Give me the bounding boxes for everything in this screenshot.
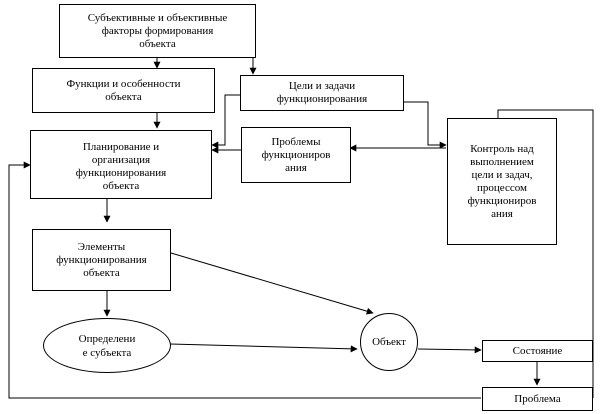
node-control: Контроль над выполнением цели и задач, п…	[447, 118, 557, 245]
node-goals: Цели и задачи функционирования	[240, 75, 404, 111]
node-object: Объект	[360, 313, 418, 371]
arrow-goals-control	[403, 101, 447, 149]
arrow-elements-object	[170, 252, 374, 315]
node-elements-label: Элементы функционирования объекта	[56, 240, 147, 279]
node-elements: Элементы функционирования объекта	[32, 229, 171, 291]
arrow-object-state	[417, 346, 482, 354]
node-functions-label: Функции и особенности объекта	[66, 77, 181, 103]
arrow-problem-planning	[8, 161, 481, 399]
node-control-label: Контроль над выполнением цели и задач, п…	[467, 142, 537, 220]
arrow-goals-planning	[211, 94, 240, 149]
node-problems: Проблемы функциониров ания	[241, 127, 351, 183]
node-factors-label: Субъективные и объективные факторы форми…	[87, 11, 228, 50]
node-planning: Планирование и организация функционирова…	[30, 130, 212, 199]
node-goals-label: Цели и задачи функционирования	[276, 80, 368, 105]
node-subject: Определени е субъекта	[43, 318, 171, 373]
node-object-label: Объект	[372, 336, 406, 348]
node-state: Состояние	[482, 340, 593, 362]
node-problems-label: Проблемы функциониров ания	[261, 135, 331, 174]
arrow-subject-object	[169, 343, 358, 353]
node-functions: Функции и особенности объекта	[32, 68, 215, 113]
node-problem: Проблема	[482, 387, 593, 411]
node-state-label: Состояние	[512, 344, 563, 357]
node-factors: Субъективные и объективные факторы форми…	[59, 4, 256, 58]
node-planning-label: Планирование и организация функционирова…	[75, 141, 167, 192]
node-subject-label: Определени е субъекта	[78, 332, 136, 359]
node-problem-label: Проблема	[514, 392, 561, 405]
